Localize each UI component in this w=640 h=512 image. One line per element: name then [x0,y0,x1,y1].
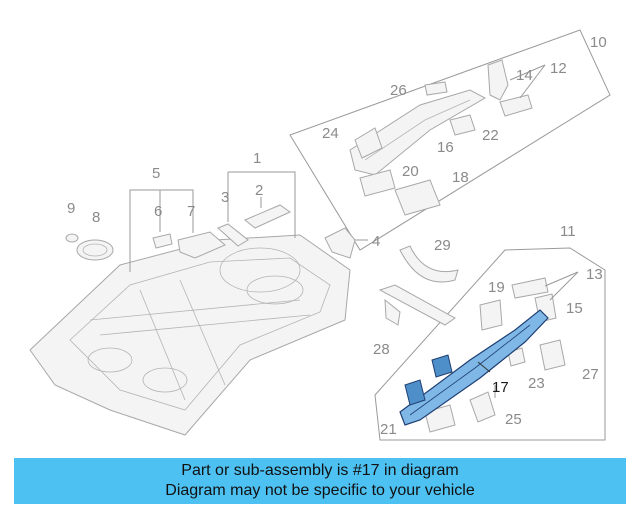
callout-4: 4 [372,233,380,250]
part-drawing-28 [378,284,456,326]
part-drawing-2 [244,204,292,229]
callout-15: 15 [566,300,583,317]
part-drawing-18 [394,179,441,216]
callout-6: 6 [154,203,162,220]
part-drawing-22 [449,114,476,136]
part-drawing-9 [65,233,79,243]
callout-16: 16 [437,139,454,156]
parts-diagram: 1 2 3 4 5 6 7 8 9 10 11 12 13 14 15 16 1… [29,29,611,441]
callout-13: 13 [586,266,603,283]
part-drawing-19 [479,299,503,331]
banner-line-part-number: Part or sub-assembly is #17 in diagram [181,462,459,479]
group-frame-10 [289,29,611,251]
callout-12: 12 [550,60,567,77]
info-banner: Part or sub-assembly is #17 in diagram D… [14,458,626,504]
leader-lines [129,64,579,398]
callout-29: 29 [434,237,451,254]
callout-10: 10 [590,34,607,51]
part-drawing-13 [511,277,549,299]
floor-pan-drawing [29,234,351,436]
part-drawing-26 [424,81,448,96]
callout-18: 18 [452,169,469,186]
callout-22: 22 [482,127,499,144]
callout-14: 14 [516,67,533,84]
part-drawing-3 [217,223,249,247]
part-drawing-8 [76,239,114,261]
callout-26: 26 [390,82,407,99]
callout-27: 27 [582,366,599,383]
part-drawing-25 [469,391,496,423]
callout-21: 21 [380,421,397,438]
callout-1: 1 [253,150,261,167]
callout-2: 2 [255,182,263,199]
callout-20: 20 [402,163,419,180]
callout-28: 28 [373,341,390,358]
callout-11: 11 [560,223,576,240]
callout-23: 23 [528,375,545,392]
callout-7: 7 [187,203,195,220]
callout-17: 17 [492,379,509,396]
callout-8: 8 [92,209,100,226]
callout-19: 19 [488,279,505,296]
group-frame-11 [374,247,606,441]
callout-25: 25 [505,411,522,428]
part-drawing-4 [324,227,356,259]
part-drawing-20 [359,169,396,197]
part-drawing-17-highlighted[interactable] [399,309,549,426]
callout-5: 5 [152,165,160,182]
part-drawing-7 [177,231,226,259]
part-drawing-16 [349,89,487,176]
part-drawing-24 [354,127,383,159]
callout-9: 9 [67,200,75,217]
callout-3: 3 [221,189,229,206]
part-drawing-12 [499,94,533,117]
part-drawing-29 [399,245,459,283]
part-drawing-14 [487,59,509,101]
part-drawing-6 [152,233,173,249]
callout-24: 24 [322,125,339,142]
banner-line-disclaimer: Diagram may not be specific to your vehi… [165,482,475,499]
part-drawing-27 [539,339,566,371]
